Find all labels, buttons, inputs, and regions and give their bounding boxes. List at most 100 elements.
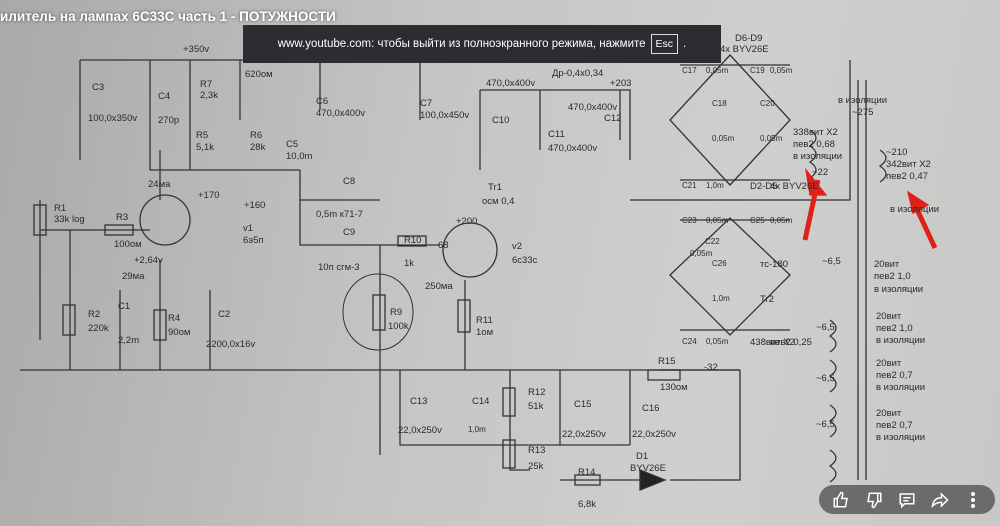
schematic-label: 0,05m bbox=[760, 134, 783, 143]
schematic-label: 20вит bbox=[876, 311, 902, 322]
schematic-label: 1k bbox=[404, 258, 415, 269]
schematic-label: R6 bbox=[250, 130, 263, 141]
schematic-label: 100,0x350v bbox=[88, 113, 138, 124]
schematic-label: 4x BYV26E bbox=[770, 181, 819, 192]
schematic-label: ~275 bbox=[852, 107, 874, 118]
more-button[interactable] bbox=[963, 490, 983, 510]
schematic-label: +200 bbox=[456, 216, 478, 227]
like-button[interactable] bbox=[831, 490, 851, 510]
schematic-label: 25k bbox=[528, 461, 544, 472]
schematic-label: 28k bbox=[250, 142, 266, 153]
video-title: илитель на лампах 6С33С часть 1 - ПОТУЖН… bbox=[0, 9, 336, 24]
schematic-label: ~210 bbox=[886, 147, 908, 158]
schematic-label: C16 bbox=[642, 403, 660, 414]
schematic-label: в изоляции bbox=[838, 95, 888, 106]
schematic-label: 250ма bbox=[425, 281, 453, 292]
schematic-label: 22,0x250v bbox=[398, 425, 442, 436]
schematic-label: Tr2 bbox=[760, 294, 774, 305]
schematic-label: 1,0m bbox=[706, 181, 724, 190]
schematic-label: 33k log bbox=[54, 214, 85, 225]
schematic-label: C9 bbox=[343, 227, 356, 238]
schematic-label: 6,8k bbox=[578, 499, 596, 510]
schematic-label: C15 bbox=[574, 399, 592, 410]
schematic-label: в изоляции bbox=[793, 151, 843, 162]
schematic-label: 620ом bbox=[245, 69, 273, 80]
schematic-label: C25 bbox=[750, 216, 765, 225]
schematic-label: в изоляции bbox=[890, 204, 940, 215]
schematic-label: 2,3k bbox=[200, 90, 218, 101]
schematic-label: в изоляции bbox=[876, 432, 926, 443]
share-icon bbox=[931, 491, 949, 508]
schematic-label: v1 bbox=[243, 223, 254, 234]
schematic-label: ~22 bbox=[812, 167, 829, 178]
schematic-label: 20вит bbox=[874, 259, 900, 270]
schematic-label: R1 bbox=[54, 203, 67, 214]
schematic-label: C1 bbox=[118, 301, 131, 312]
schematic-label: 100k bbox=[388, 321, 409, 332]
schematic-label: +2,64v bbox=[134, 255, 163, 266]
schematic-label: R13 bbox=[528, 445, 546, 456]
schematic-label: C4 bbox=[158, 91, 171, 102]
schematic-label: 438вит X2 bbox=[750, 337, 795, 348]
schematic-label: 68 bbox=[438, 240, 449, 251]
fullscreen-notice-text: www.youtube.com: чтобы выйти из полноэкр… bbox=[277, 38, 646, 50]
schematic-label: Др-0,4x0,34 bbox=[552, 68, 604, 79]
schematic-label: R7 bbox=[200, 79, 213, 90]
schematic-label: 100ом bbox=[114, 239, 142, 250]
schematic-label: R15 bbox=[658, 356, 676, 367]
schematic-label: пев2 1,0 bbox=[874, 271, 911, 282]
schematic-label: 470,0x400v bbox=[486, 78, 536, 89]
schematic-label: пев2 0,68 bbox=[793, 139, 835, 150]
schematic-label: 0,05m bbox=[706, 216, 729, 225]
schematic-label: ~6,5 bbox=[816, 419, 835, 430]
schematic-label: D1 bbox=[636, 451, 649, 462]
schematic-label: 1,0m bbox=[712, 294, 730, 303]
schematic-label: +170 bbox=[198, 190, 220, 201]
fullscreen-notice: www.youtube.com: чтобы выйти из полноэкр… bbox=[243, 25, 721, 63]
dislike-button[interactable] bbox=[864, 490, 884, 510]
schematic-label: R4 bbox=[168, 313, 181, 324]
schematic-label: 130ом bbox=[660, 382, 688, 393]
schematic-label: пев2 0,7 bbox=[876, 370, 913, 381]
schematic-label: 338вит X2 bbox=[793, 127, 838, 138]
schematic-label: 51k bbox=[528, 401, 544, 412]
schematic-label: ~6,5 bbox=[822, 256, 841, 267]
schematic-label: 0,05m bbox=[770, 216, 793, 225]
schematic-label: 10п cгм-3 bbox=[318, 262, 360, 273]
schematic-label: пев2 0,7 bbox=[876, 420, 913, 431]
schematic-label: 0,05m bbox=[690, 249, 713, 258]
schematic-label: Tr1 bbox=[488, 182, 502, 193]
schematic-label: R10 bbox=[404, 235, 422, 246]
schematic-label: 1,0m bbox=[468, 425, 486, 434]
schematic-label: C21 bbox=[682, 181, 697, 190]
schematic-label: C18 bbox=[712, 99, 727, 108]
schematic-label: C23 bbox=[682, 216, 697, 225]
comment-button[interactable] bbox=[897, 490, 917, 510]
like-icon bbox=[833, 491, 849, 507]
schematic-label: 0,05m bbox=[706, 66, 729, 75]
schematic-label: 22,0x250v bbox=[562, 429, 606, 440]
schematic-label: D2-D5 bbox=[750, 181, 778, 192]
schematic-label: BYV26E bbox=[630, 463, 666, 474]
schematic-label: 10,0m bbox=[286, 151, 313, 162]
schematic-label: 1ом bbox=[476, 327, 494, 338]
schematic-label: 24ма bbox=[148, 179, 171, 190]
schematic-label: D6-D9 bbox=[735, 33, 763, 44]
schematic-label: 29ма bbox=[122, 271, 145, 282]
schematic-label: 220k bbox=[88, 323, 109, 334]
video-action-bar bbox=[819, 485, 995, 514]
schematic-label: +160 bbox=[244, 200, 266, 211]
schematic-label: C14 bbox=[472, 396, 490, 407]
share-button[interactable] bbox=[930, 490, 950, 510]
schematic-label: +203 bbox=[610, 78, 632, 89]
schematic-label: 6э5п bbox=[243, 235, 264, 246]
schematic-label: C7 bbox=[420, 98, 433, 109]
schematic-label: C17 bbox=[682, 66, 697, 75]
schematic-label: 470,0x400v bbox=[548, 143, 598, 154]
schematic-label: 0,5m к71-7 bbox=[316, 209, 363, 220]
schematic-label: 470,0x400v bbox=[316, 108, 366, 119]
schematic-label: 20вит bbox=[876, 408, 902, 419]
schematic-label: 0,05m bbox=[712, 134, 735, 143]
schematic-label: C10 bbox=[492, 115, 510, 126]
